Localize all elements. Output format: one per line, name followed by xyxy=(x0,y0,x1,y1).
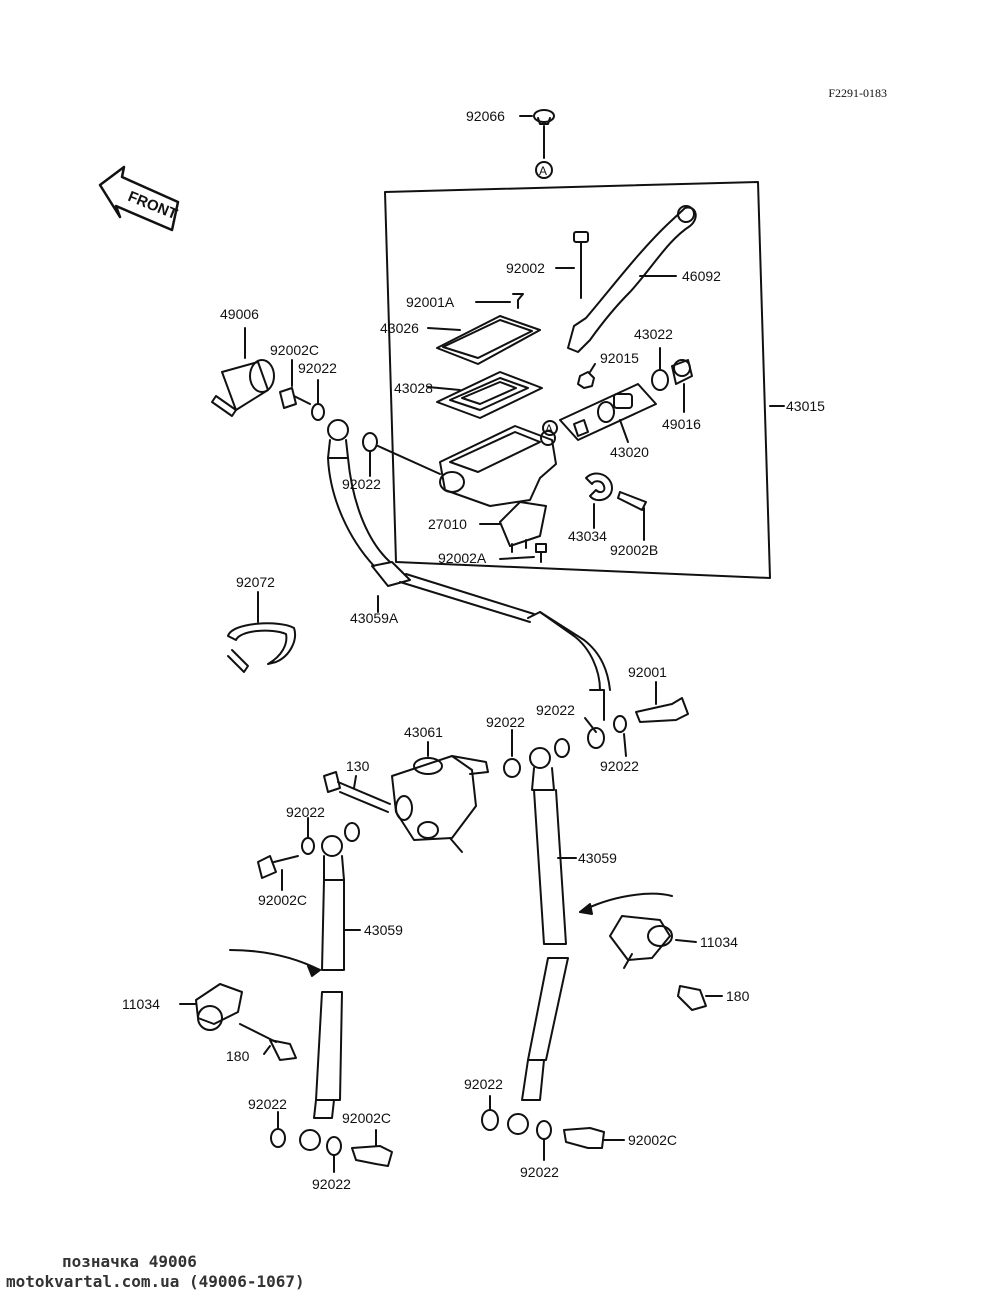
label-92001a: 92001A xyxy=(406,294,455,310)
switch-27010-icon xyxy=(499,501,547,547)
washer-92022-a-icon xyxy=(311,403,325,421)
footer-line1: позначка 49006 xyxy=(62,1252,197,1271)
label-27010: 27010 xyxy=(428,516,467,532)
label-92002b: 92002B xyxy=(610,542,659,558)
label-92002c-bottom-left: 92002C xyxy=(342,1110,392,1126)
bolt-180-right-icon xyxy=(677,985,707,1011)
label-92002: 92002 xyxy=(506,260,545,276)
seal-43022-icon xyxy=(651,369,669,391)
washer-92022-e-icon xyxy=(503,758,521,778)
label-43015: 43015 xyxy=(786,398,825,414)
label-92015: 92015 xyxy=(600,350,639,366)
label-130: 130 xyxy=(346,758,370,774)
label-92001: 92001 xyxy=(628,664,667,680)
nut-92015-icon xyxy=(577,371,595,389)
cover-43026-icon xyxy=(436,315,541,365)
washer-92022-d-icon xyxy=(554,738,570,758)
label-92022-i: 92022 xyxy=(520,1164,559,1180)
label-92072: 92072 xyxy=(236,574,275,590)
label-43034: 43034 xyxy=(568,528,607,544)
bracket-11034-right-icon xyxy=(579,892,697,969)
bolt-180-left-icon xyxy=(269,1039,297,1061)
label-11034-right: 11034 xyxy=(700,934,738,950)
diagram-code: F2291-0183 xyxy=(828,86,887,100)
label-92002a: 92002A xyxy=(438,550,487,566)
label-92022-j: 92022 xyxy=(312,1176,351,1192)
washer-92022-g-icon xyxy=(270,1128,286,1148)
front-arrow-icon: FRONT xyxy=(98,165,180,232)
front-label: FRONT xyxy=(126,188,180,223)
label-92066: 92066 xyxy=(466,108,505,124)
label-92022-d: 92022 xyxy=(486,714,525,730)
label-92022-b: 92022 xyxy=(342,476,381,492)
diaphragm-43028-icon xyxy=(436,371,543,419)
label-43020: 43020 xyxy=(610,444,649,460)
bolt-92002c-bottom-left-icon xyxy=(351,1145,393,1167)
label-43061: 43061 xyxy=(404,724,443,740)
bolt-130-icon xyxy=(323,771,341,793)
bolt-92002c-mid-icon xyxy=(257,855,277,879)
label-43028: 43028 xyxy=(394,380,433,396)
bolt-92002c-top-icon xyxy=(279,387,297,409)
clamp-92072-icon xyxy=(227,622,296,665)
label-92002c-top: 92002C xyxy=(270,342,320,358)
hose-43059-right-icon xyxy=(507,747,577,1135)
ref-a-body: A xyxy=(545,422,553,436)
label-92022-g: 92022 xyxy=(464,1076,503,1092)
label-180-left: 180 xyxy=(226,1048,250,1064)
reservoir-body-icon xyxy=(439,425,557,507)
piston-kit-43020-icon xyxy=(559,383,657,441)
label-180-right: 180 xyxy=(726,988,750,1004)
label-92022-c: 92022 xyxy=(536,702,575,718)
screw-92002a-icon xyxy=(535,543,547,553)
label-49016: 49016 xyxy=(662,416,701,432)
label-92022-a: 92022 xyxy=(298,360,337,376)
bracket-11034-left-icon xyxy=(179,949,321,1031)
washer-92022-f-icon xyxy=(344,822,360,842)
label-92022-e: 92022 xyxy=(600,758,639,774)
bolt-92002b-icon xyxy=(617,491,647,511)
washer-92022-c-icon xyxy=(613,715,627,733)
hose-43059a-icon xyxy=(327,419,611,721)
clamp-43034-icon xyxy=(585,472,613,502)
label-92002c-bottom-right: 92002C xyxy=(628,1132,678,1148)
screw-92001a-icon xyxy=(512,293,524,309)
hose-43059-left-icon xyxy=(299,835,361,1151)
label-46092: 46092 xyxy=(682,268,721,284)
label-43059-left: 43059 xyxy=(364,922,403,938)
washer-92022-j-icon xyxy=(536,1120,552,1140)
label-92022-f: 92022 xyxy=(286,804,325,820)
boot-49016-icon xyxy=(671,359,693,385)
label-43022: 43022 xyxy=(634,326,673,342)
label-92022-h: 92022 xyxy=(248,1096,287,1112)
master-cylinder-group-box xyxy=(384,181,771,579)
brake-lever-46092-icon xyxy=(567,206,697,353)
ref-a-top: A xyxy=(539,164,547,178)
label-49006: 49006 xyxy=(220,306,259,322)
label-92002c-mid: 92002C xyxy=(258,892,308,908)
washer-92022-b-icon xyxy=(362,432,378,452)
footer-line2: motokvartal.com.ua (49006-1067) xyxy=(6,1272,305,1291)
washer-92022-h-icon xyxy=(326,1136,342,1156)
bolt-92002-icon xyxy=(555,231,589,299)
label-11034-left: 11034 xyxy=(122,996,160,1012)
washer-92022-i-icon xyxy=(481,1109,499,1131)
label-43059a: 43059A xyxy=(350,610,399,626)
junction-43061-icon xyxy=(391,741,489,853)
cap-92066-icon: A xyxy=(519,109,555,179)
label-43059-right: 43059 xyxy=(578,850,617,866)
label-43026: 43026 xyxy=(380,320,419,336)
bolt-92001-icon xyxy=(635,697,689,723)
boot-49006-icon xyxy=(221,361,269,411)
bolt-92002c-bottom-right-icon xyxy=(563,1127,605,1149)
